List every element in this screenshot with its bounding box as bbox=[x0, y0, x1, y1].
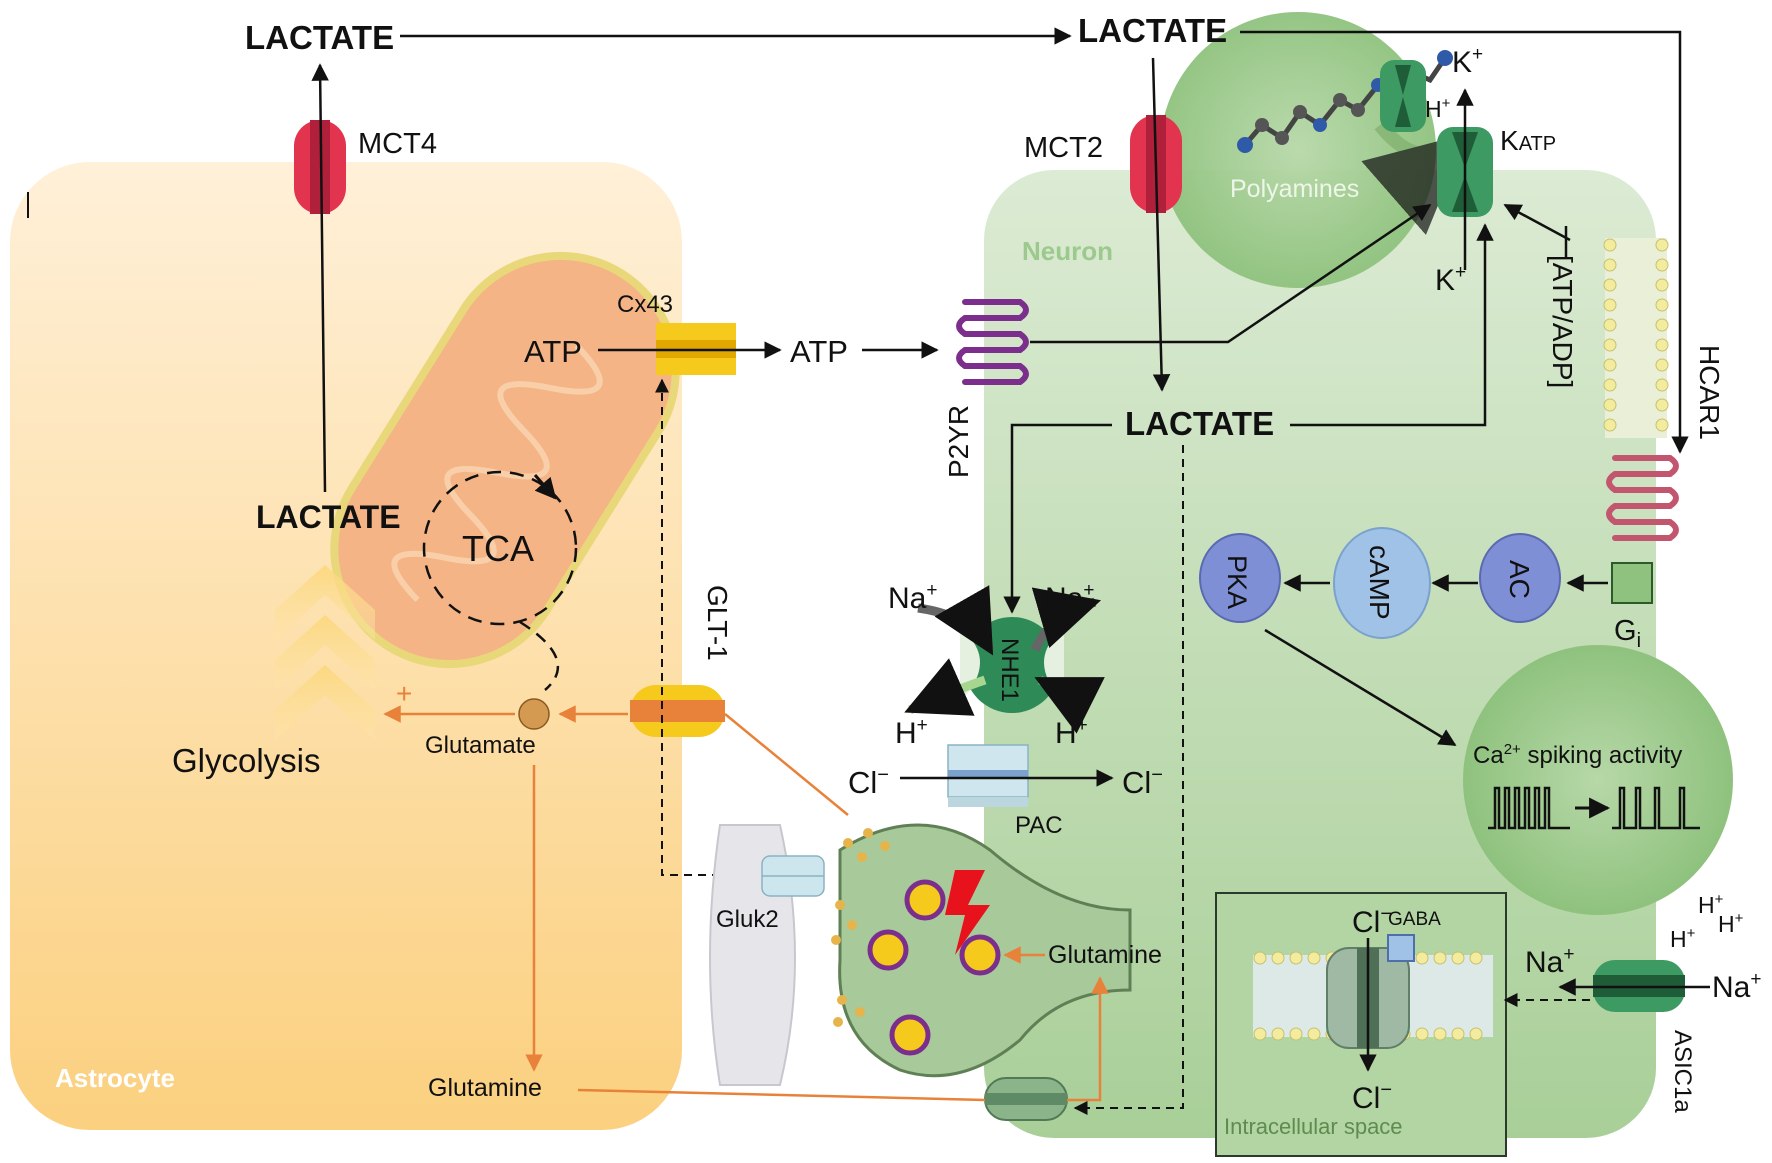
glutamine-to-transporter-line bbox=[577, 1088, 986, 1102]
gaba-ligand bbox=[1387, 934, 1415, 962]
na-out-arrow bbox=[1030, 587, 1102, 652]
astrocyte-label: Astrocyte bbox=[55, 1063, 175, 1093]
ca-spiking-circle bbox=[1463, 645, 1733, 915]
h-out-arrow bbox=[904, 658, 987, 716]
glycolysis-chevrons bbox=[275, 565, 375, 740]
glutamine-terminal-label: Glutamine bbox=[1048, 941, 1162, 969]
lactate-to-hcar1-arrow bbox=[1240, 30, 1689, 454]
nhe1-label: NHE1 bbox=[996, 638, 1023, 702]
cl-right-label: Cl− bbox=[1122, 764, 1163, 800]
action-potential-bolt-icon bbox=[945, 870, 990, 955]
pac-channel bbox=[947, 744, 1029, 807]
cx43-label: Cx43 bbox=[617, 291, 673, 318]
cl-gaba-top-label: Cl− bbox=[1352, 903, 1392, 939]
k-bottom-label: K+ bbox=[1435, 262, 1466, 297]
p2yr-to-katp-arrow bbox=[1030, 203, 1432, 344]
h-plus-katp-label: H+ bbox=[1425, 95, 1451, 122]
gluk2-receptor bbox=[761, 855, 825, 897]
glutamate-label: Glutamate bbox=[425, 732, 536, 759]
lactate-to-katp-arrow bbox=[1290, 223, 1494, 427]
glycolysis-plus: + bbox=[396, 678, 412, 709]
na-left-label: Na+ bbox=[888, 580, 937, 615]
lactate-influx-arrow bbox=[1151, 57, 1171, 392]
lactate-efflux-arrow bbox=[311, 63, 329, 493]
polyamines-circle bbox=[1160, 12, 1436, 288]
lactate-top-left: LACTATE bbox=[245, 19, 394, 56]
glt1-from-synapse-line bbox=[724, 713, 849, 816]
h-left-label: H+ bbox=[895, 715, 928, 750]
na-asic-right-label: Na+ bbox=[1712, 969, 1761, 1004]
glutamate-molecule bbox=[518, 698, 550, 730]
h-cluster-1: H+ bbox=[1670, 925, 1696, 952]
glutamine-transporter bbox=[984, 1077, 1068, 1121]
h-cluster-3: H+ bbox=[1718, 910, 1744, 937]
p2yr-receptor bbox=[956, 299, 1029, 385]
pac-label: PAC bbox=[1015, 812, 1063, 839]
tca-cycle bbox=[422, 470, 578, 626]
lactate-top-right: LACTATE bbox=[1078, 12, 1227, 49]
atp-extra-label: ATP bbox=[790, 334, 848, 369]
hcar1-membrane bbox=[1603, 238, 1669, 438]
gluk2-label: Gluk2 bbox=[716, 906, 779, 933]
na-in-arrow bbox=[917, 585, 994, 656]
pka-to-ca-spiking-arrow bbox=[1264, 628, 1457, 747]
neuron-label: Neuron bbox=[1022, 236, 1113, 266]
atp-adp-label: [ATP/ADP] bbox=[1547, 255, 1578, 388]
hcar1-receptor bbox=[1606, 455, 1679, 541]
tca-arrow bbox=[533, 474, 557, 500]
lactate-astro-label: LACTATE bbox=[256, 499, 401, 535]
lactate-to-nhe1-arrow bbox=[1003, 423, 1112, 614]
cl-left-label: Cl− bbox=[848, 764, 889, 800]
glycolysis-label: Glycolysis bbox=[172, 742, 321, 779]
cl-gaba-bottom-label: Cl− bbox=[1352, 1079, 1392, 1115]
glt1-label: GLT-1 bbox=[702, 585, 733, 661]
polyamines-label: Polyamines bbox=[1230, 175, 1359, 203]
lactate-to-glutamine-transporter-dashed bbox=[1073, 445, 1184, 1115]
atp-adp-to-katp-arrow bbox=[1503, 203, 1571, 242]
pka-label: PKA bbox=[1222, 555, 1252, 609]
pka-enzyme bbox=[1199, 533, 1281, 623]
released-glutamate-dots bbox=[831, 828, 890, 1027]
glutamine-astro-label: Glutamine bbox=[428, 1074, 542, 1102]
gi-protein bbox=[1611, 562, 1653, 604]
ca-spike-train-after bbox=[1612, 786, 1700, 830]
mct2-label: MCT2 bbox=[1024, 132, 1103, 164]
ca-spike-train-before bbox=[1488, 786, 1570, 830]
hcar1-label: HCAR1 bbox=[1694, 345, 1725, 440]
gaba-label: GABA bbox=[1388, 909, 1441, 930]
camp-molecule bbox=[1333, 527, 1431, 639]
katp-label: KATP bbox=[1500, 125, 1556, 156]
ca-spiking-label: Ca2+ spiking activity bbox=[1473, 741, 1682, 769]
katp-closed-channel bbox=[1380, 60, 1426, 132]
tca-label: TCA bbox=[462, 528, 534, 569]
ac-label: AC bbox=[1504, 560, 1535, 599]
glt1-transporter bbox=[630, 685, 725, 737]
gi-label: Gi bbox=[1614, 615, 1641, 652]
intracellular-label: Intracellular space bbox=[1224, 1114, 1403, 1139]
h-in-arrow bbox=[1034, 675, 1105, 734]
h-right-label: H+ bbox=[1055, 715, 1088, 750]
transporter-to-terminal-arrow bbox=[1067, 976, 1109, 1102]
na-right-label: Na+ bbox=[1045, 580, 1094, 615]
ac-enzyme bbox=[1479, 533, 1561, 623]
camp-label: cAMP bbox=[1364, 545, 1395, 620]
glutamate-to-tca-dashed bbox=[519, 620, 560, 691]
h-cluster-2: H+ bbox=[1698, 891, 1724, 918]
na-asic-left-label: Na+ bbox=[1525, 944, 1574, 979]
asic1a-label: ASIC1a bbox=[1669, 1030, 1696, 1113]
lactate-neuron-label: LACTATE bbox=[1125, 405, 1274, 442]
mct4-label: MCT4 bbox=[358, 128, 437, 160]
p2yr-label: P2YR bbox=[943, 405, 974, 478]
atp-mito-label: ATP bbox=[524, 334, 582, 369]
synaptic-vesicles bbox=[867, 879, 1001, 1056]
k-top-label: K+ bbox=[1452, 44, 1483, 79]
